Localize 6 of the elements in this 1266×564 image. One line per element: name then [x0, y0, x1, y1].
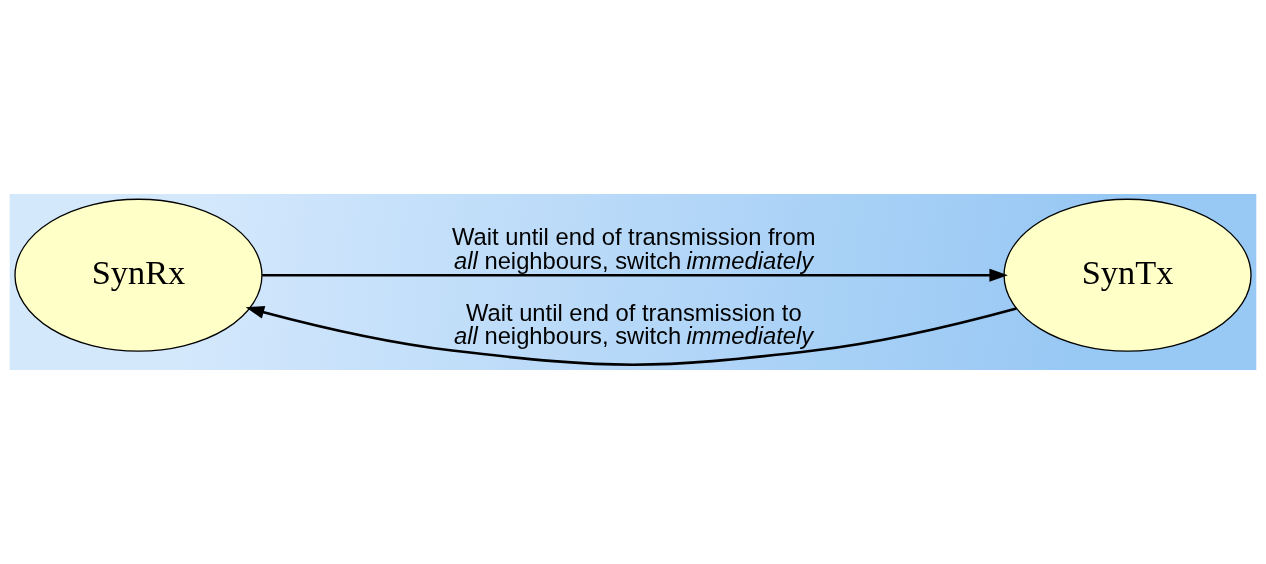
arrow [245, 305, 1017, 366]
node-ellipse: SynTx [1003, 198, 1252, 352]
edge-label: Wait until end of transmission from all neighbours, switch immediately [452, 223, 816, 275]
node-ellipse: SynRx [14, 198, 263, 352]
edge-label: Wait until end of transmission to all neighbours, switch immediately [454, 298, 814, 350]
arrow [262, 268, 1008, 282]
